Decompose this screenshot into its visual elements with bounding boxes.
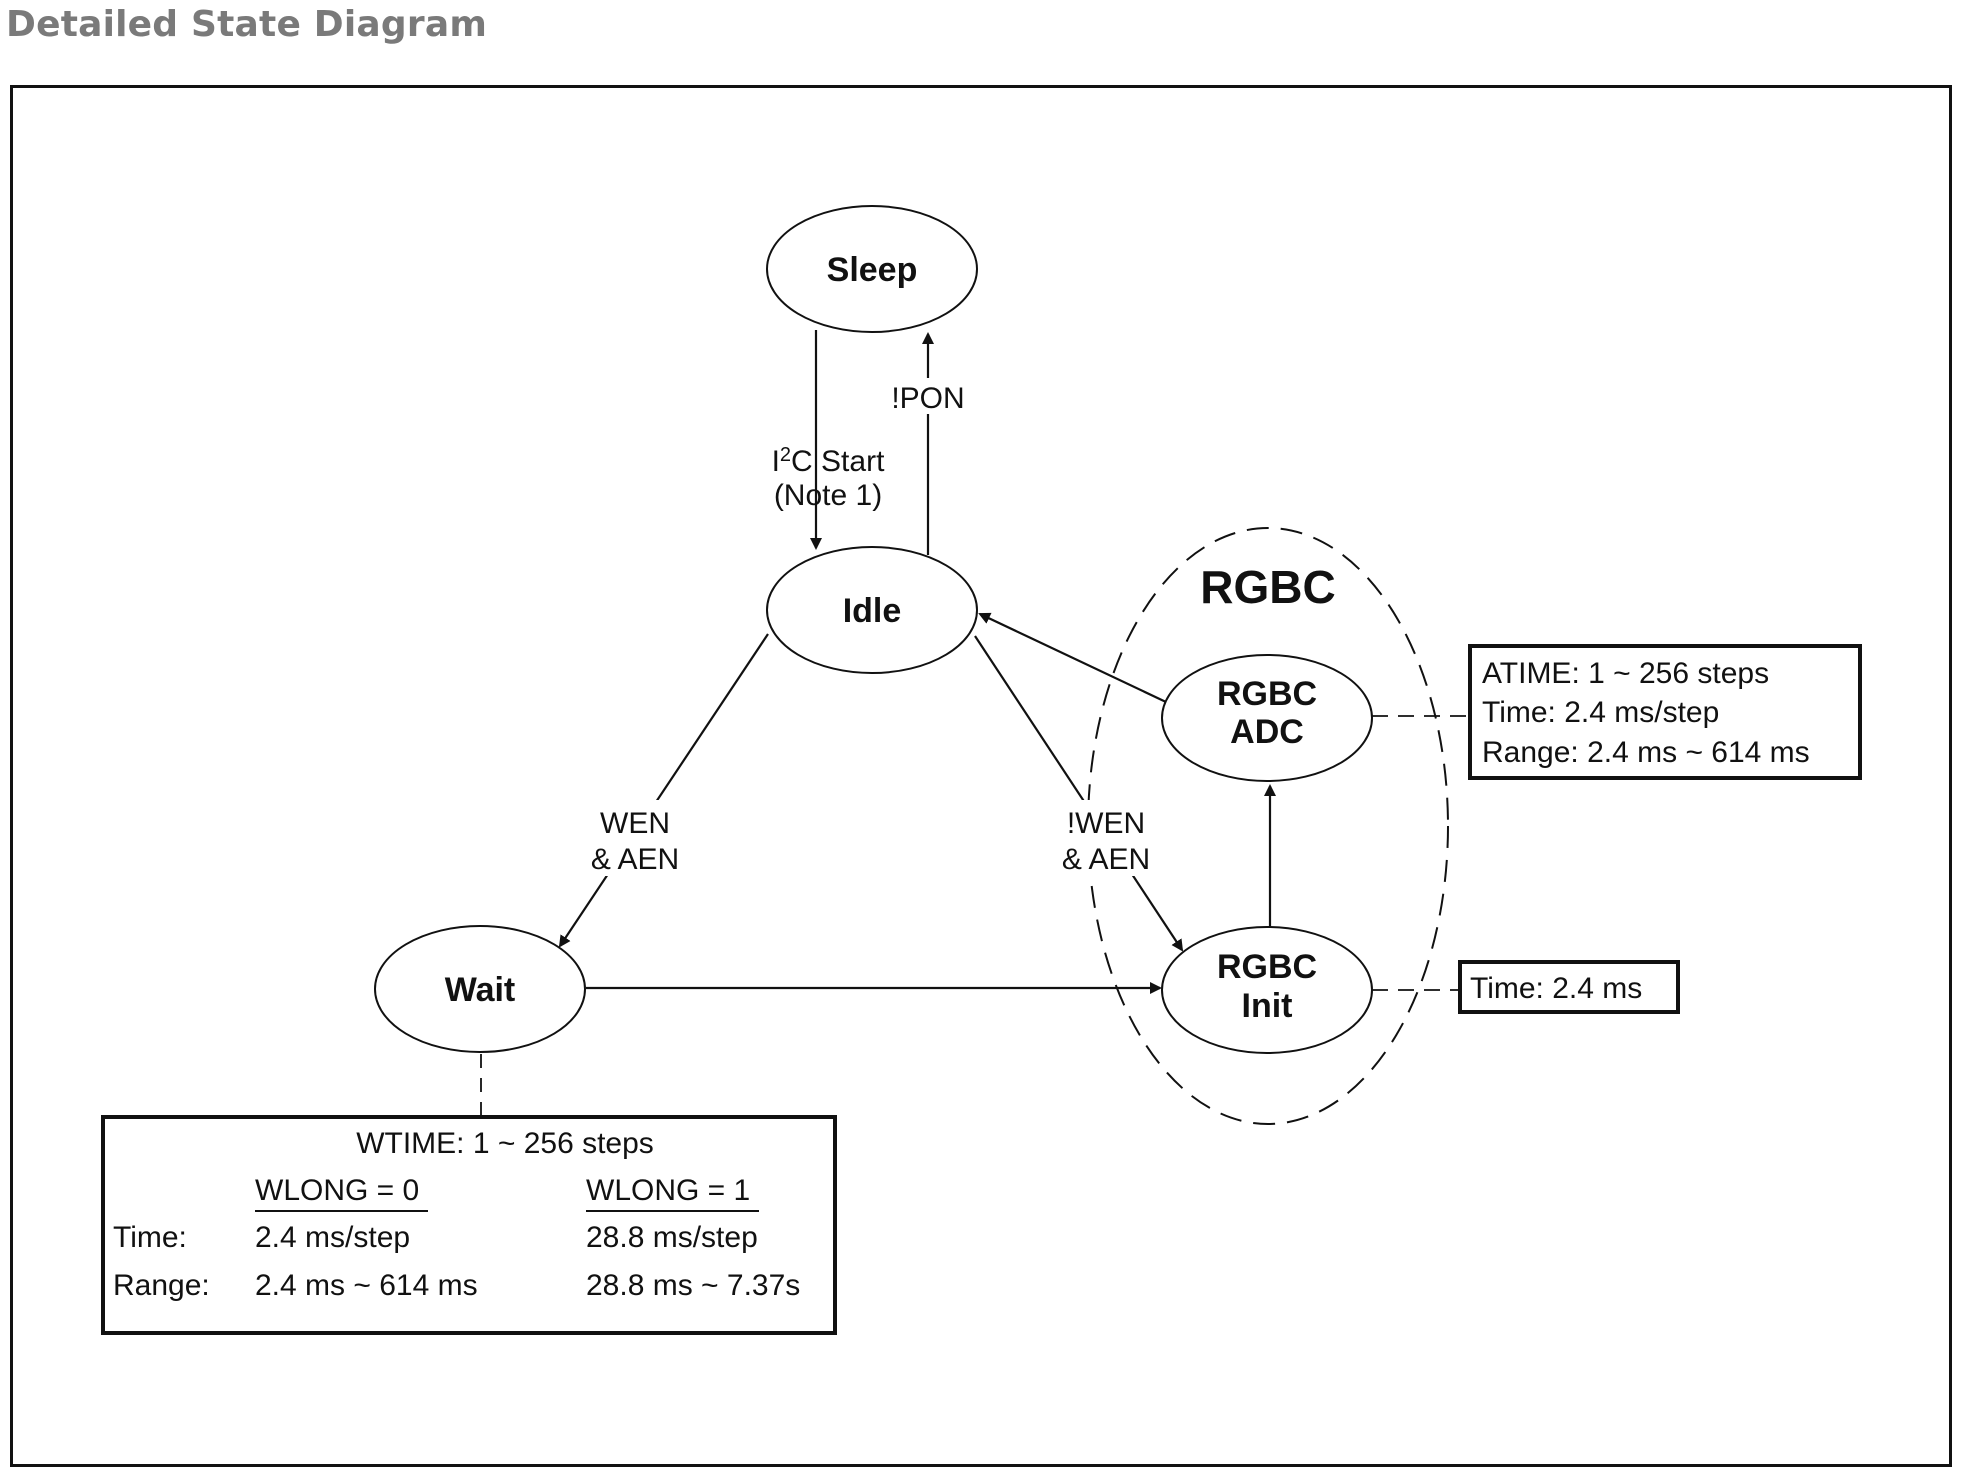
wait-info-header: WTIME: 1 ~ 256 steps [356,1127,654,1160]
label-wen-line1: WEN [600,807,670,840]
transition-idle-to-wait [558,633,769,948]
state-wait-label: Wait [445,971,516,1009]
state-wait: Wait [374,925,586,1053]
wait-info-row2-col1: 2.4 ms ~ 614 ms [255,1269,478,1302]
state-rgbc-init-label-line1: RGBC [1217,948,1317,986]
rgbc-init-info-box: Time: 2.4 ms [1458,960,1680,1014]
state-sleep: Sleep [766,205,978,333]
wait-info-row2-col2: 28.8 ms ~ 7.37s [586,1269,800,1302]
wait-info-box: WTIME: 1 ~ 256 steps WLONG = 0 WLONG = 1… [101,1115,837,1335]
label-not-wen-bg [1056,800,1156,876]
rgbc-adc-info-box: ATIME: 1 ~ 256 steps Time: 2.4 ms/step R… [1468,644,1862,780]
wait-info-col2-header: WLONG = 1 [586,1174,750,1207]
wait-info-col1-header: WLONG = 0 [255,1174,419,1207]
page-title: Detailed State Diagram [6,4,488,45]
wait-info-row1-col2: 28.8 ms/step [586,1221,758,1254]
state-sleep-label: Sleep [827,251,918,289]
label-pon-bg [886,378,970,414]
label-not-wen-line2: & AEN [1062,843,1150,876]
label-not-wen-line1: !WEN [1067,807,1145,840]
label-wen-bg [590,800,682,876]
transition-rgbc-adc-to-idle [978,612,1167,703]
state-rgbc-adc: RGBC ADC [1161,654,1373,782]
state-rgbc-init: RGBC Init [1161,926,1373,1054]
init-info-line1: Time: 2.4 ms [1470,972,1642,1005]
diagram-frame [10,85,1952,1467]
state-idle: Idle [766,546,978,674]
wait-info-row1-col1: 2.4 ms/step [255,1221,410,1254]
wait-info-row1-label: Time: [113,1221,187,1254]
wait-info-row2-label: Range: [113,1269,210,1302]
adc-info-line1: ATIME: 1 ~ 256 steps [1482,657,1769,690]
state-rgbc-adc-label-line2: ADC [1230,713,1304,751]
label-pon: !PON [891,382,964,415]
label-note-1: (Note 1) [774,479,882,512]
state-idle-label: Idle [843,592,902,630]
label-i2c-start: I2C Start [772,444,885,478]
state-rgbc-init-label-line2: Init [1242,987,1293,1025]
rgbc-group-label: RGBC [1200,561,1335,613]
adc-info-line2: Time: 2.4 ms/step [1482,696,1719,729]
transition-idle-to-rgbc-init [974,635,1184,952]
adc-info-line3: Range: 2.4 ms ~ 614 ms [1482,736,1810,769]
state-rgbc-adc-label-line1: RGBC [1217,675,1317,713]
label-wen-line2: & AEN [591,843,679,876]
